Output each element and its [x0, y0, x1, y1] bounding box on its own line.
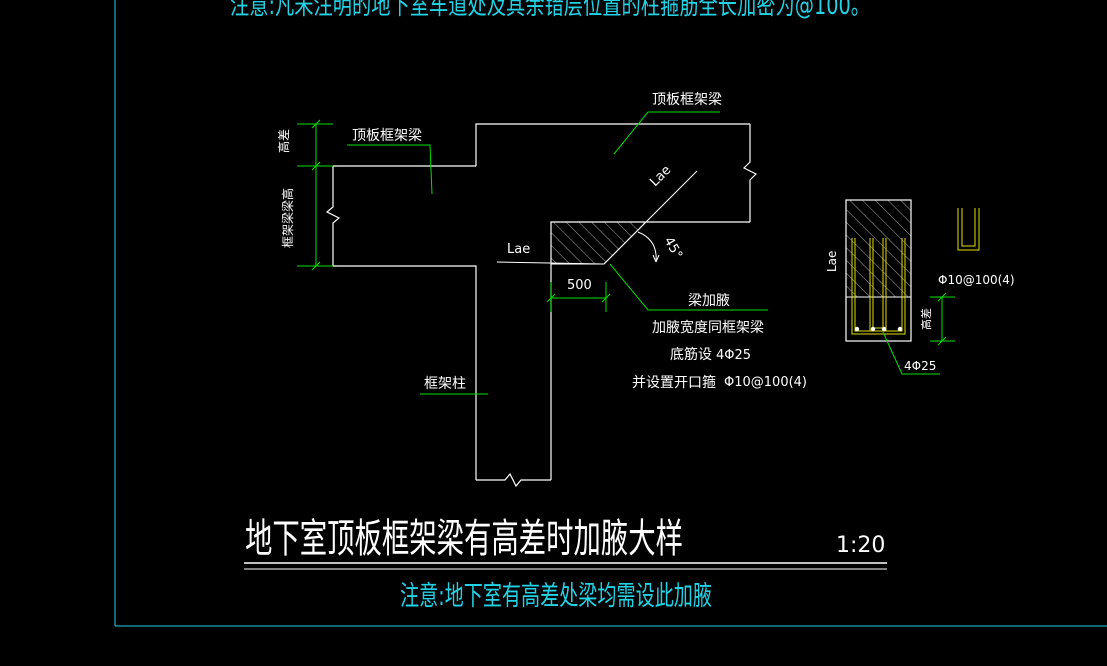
stirrup-detail — [957, 208, 980, 251]
lae-lines — [496, 170, 698, 265]
label-top-beam-lower: 顶板框架梁 — [352, 128, 422, 144]
main-title: 地下室顶板框架梁有高差时加腋大样 — [245, 516, 683, 562]
label-lae-horizontal: Lae — [507, 242, 530, 257]
section-rebar — [851, 238, 906, 335]
bottom-note: 注意:地下室有高差处梁均需设此加腋 — [400, 581, 712, 612]
drawing-frame — [114, 0, 1107, 627]
haunch — [550, 221, 648, 265]
angle-mark — [637, 231, 660, 263]
label-haunch-width: 加腋宽度同框架梁 — [652, 319, 764, 336]
label-haunch-title: 梁加腋 — [688, 293, 730, 309]
top-note: 注意:凡未注明的地下室车道处及其余错层位置的柱箍筋全长加密为@100。 — [230, 0, 870, 21]
title-scale: 1:20 — [836, 533, 885, 558]
dimension-500-lines — [546, 282, 611, 312]
section-dimension-lines — [882, 292, 955, 375]
label-beam-height: 框架梁梁高 — [280, 188, 295, 248]
label-dimension-500: 500 — [567, 278, 592, 293]
section-view — [845, 199, 980, 375]
section-hatch — [846, 200, 911, 297]
section-outline — [845, 199, 912, 342]
title-underline — [244, 562, 887, 570]
section-label-lae: Lae — [825, 251, 839, 272]
label-stirrup-spec: Φ10@100(4) — [724, 375, 807, 390]
label-bottom-bars-spec: 4Φ25 — [716, 348, 751, 363]
label-frame-column: 框架柱 — [424, 376, 466, 392]
section-label-height-diff: 高差 — [919, 308, 933, 330]
label-top-beam-upper: 顶板框架梁 — [652, 92, 722, 108]
section-label-bars: 4Φ25 — [904, 359, 936, 373]
label-bottom-bars: 底筋设 — [670, 346, 712, 363]
left-dimension-lines — [297, 119, 333, 271]
section-label-stirrup: Φ10@100(4) — [938, 273, 1015, 287]
leader-lines — [347, 111, 768, 395]
label-height-diff: 高差 — [276, 129, 291, 153]
section-bars-dots — [854, 326, 903, 332]
label-angle: 45° — [661, 235, 686, 262]
label-stirrup: 并设置开口箍 — [632, 374, 716, 391]
label-lae-diagonal: Lae — [647, 163, 674, 190]
